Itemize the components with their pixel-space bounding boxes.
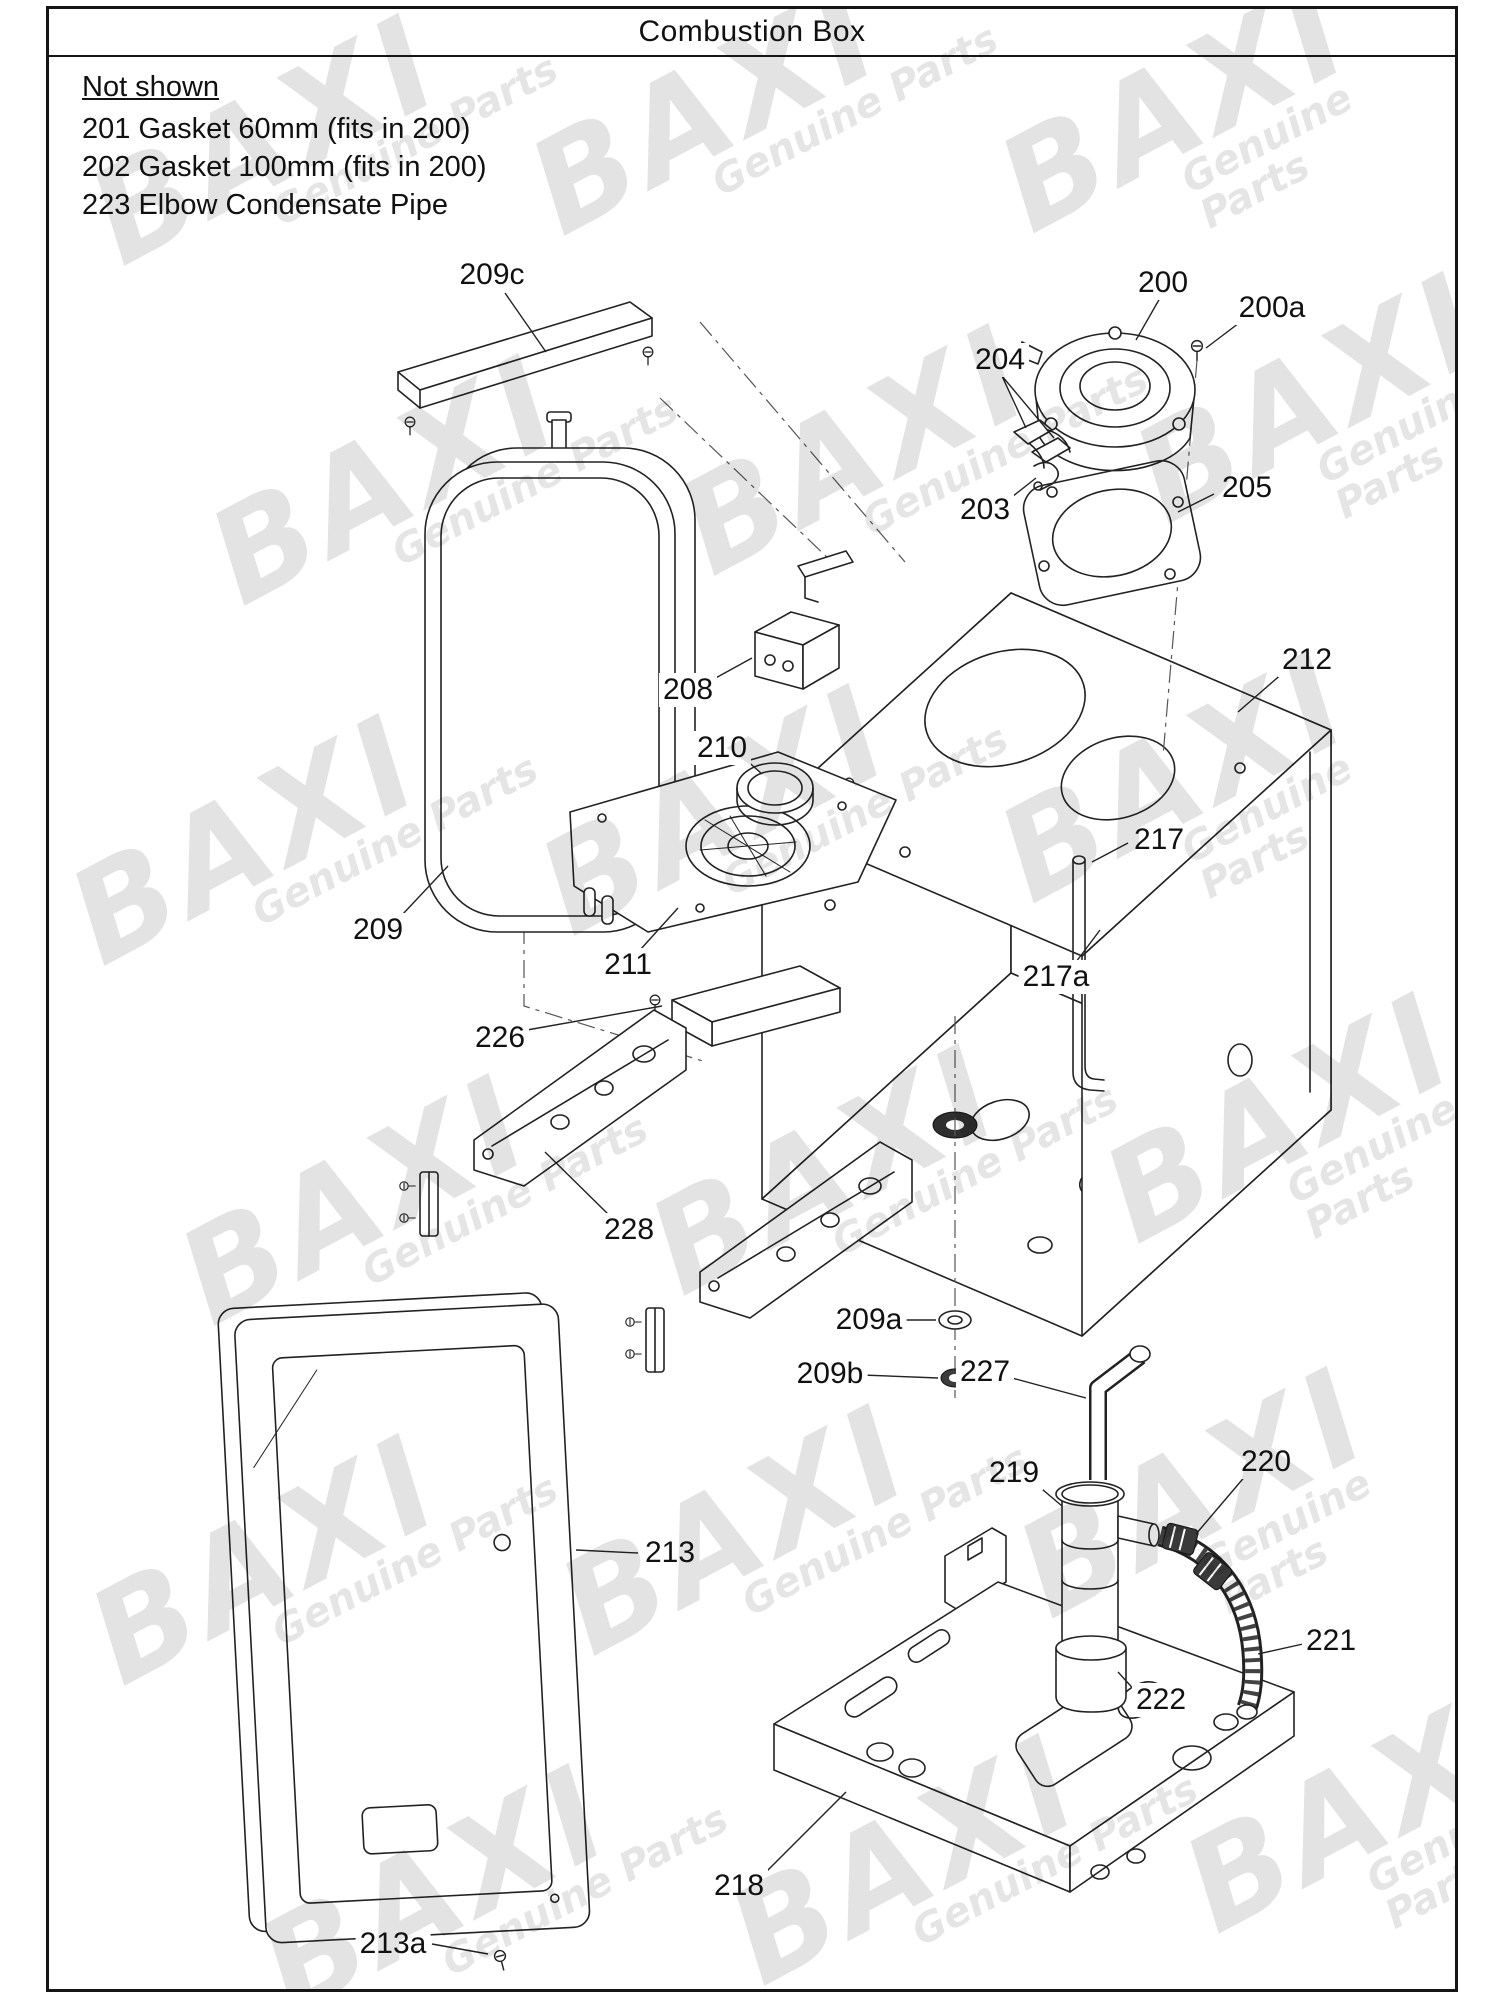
part-221-hose <box>1157 1525 1264 1720</box>
part-226-tray <box>649 965 841 1047</box>
part-222-trap-cup <box>1055 1635 1127 1713</box>
part-200a-screw <box>1190 339 1204 362</box>
part-218-base-tray <box>773 1527 1295 1893</box>
part-200-flue-adaptor <box>1017 326 1196 472</box>
part-208-box <box>754 550 854 690</box>
part-217-pipe <box>1072 855 1105 1092</box>
part-209b-grommet <box>940 1368 970 1388</box>
part-210-ring <box>736 762 814 826</box>
not-shown-item: 201 Gasket 60mm (fits in 200) <box>82 113 471 145</box>
part-220-hose-clips <box>1161 1522 1233 1591</box>
leader-lines <box>401 292 1304 1955</box>
part-213a-screw <box>492 1948 510 1973</box>
part-209c-bracket <box>397 301 654 436</box>
not-shown-list: Not shown 201 Gasket 60mm (fits in 200) … <box>82 68 487 224</box>
part-205-gasket-plate <box>1022 459 1202 607</box>
part-228-brackets <box>399 1009 913 1373</box>
part-211-burner-plate <box>569 751 897 933</box>
part-219-trap-body <box>1055 1481 1160 1653</box>
part-204-electrodes <box>1013 419 1071 469</box>
part-227-pipe <box>1089 1345 1151 1480</box>
not-shown-item: 202 Gasket 100mm (fits in 200) <box>82 151 487 183</box>
part-209a-washer <box>938 1310 972 1330</box>
part-203-clip <box>1033 461 1060 491</box>
fan-assembly-axis <box>1162 359 1198 757</box>
not-shown-item: 223 Elbow Condensate Pipe <box>82 189 448 221</box>
part-213-front-panel <box>217 1292 591 1944</box>
not-shown-heading: Not shown <box>82 71 220 103</box>
